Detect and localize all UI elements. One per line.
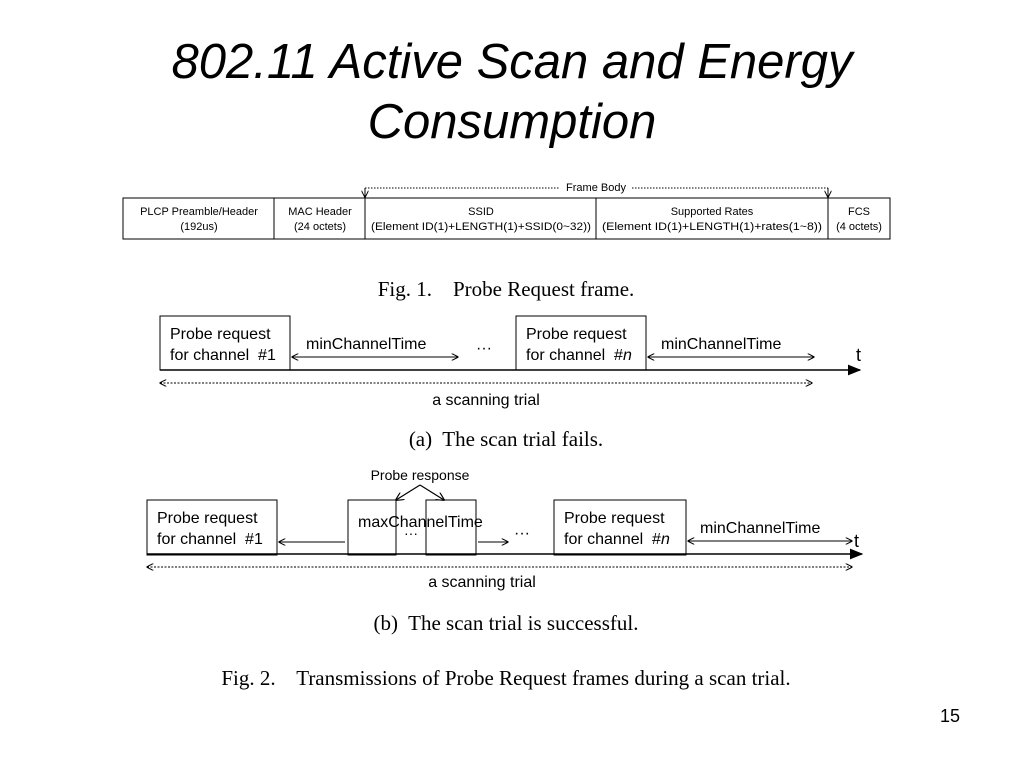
- inner-ellipsis: ···: [404, 525, 418, 541]
- field-detail: (Element ID(1)+LENGTH(1)+rates(1~8)): [602, 221, 822, 233]
- slide-number: 15: [939, 706, 961, 726]
- fig2b-caption: (b) The scan trial is successful.: [374, 611, 639, 635]
- probe-response-arrow: [396, 484, 421, 500]
- field-label: SSID: [468, 206, 494, 218]
- probe-request-label: Probe request: [526, 326, 627, 343]
- scanning-trial-label: a scanning trial: [428, 574, 536, 591]
- slide-title-line-1: 802.11 Active Scan and Energy: [171, 35, 853, 89]
- slide-title: 802.11 Active Scan and Energy Consumptio…: [0, 32, 1024, 152]
- ellipsis: ···: [514, 525, 530, 542]
- field-ssid: SSID (Element ID(1)+LENGTH(1)+SSID(0~32)…: [371, 206, 591, 233]
- field-detail: (4 octets): [836, 221, 882, 233]
- probe-response-box-2: [425, 499, 477, 556]
- field-label: Supported Rates: [671, 206, 754, 218]
- probe-request-channel: for channel #n: [564, 531, 670, 548]
- fig2-caption: Fig. 2. Transmissions of Probe Request f…: [221, 666, 790, 690]
- probe-response-box-1: [347, 499, 397, 556]
- field-detail: (192us): [180, 221, 217, 233]
- field-detail: (Element ID(1)+LENGTH(1)+SSID(0~32)): [371, 221, 591, 233]
- field-label: PLCP Preamble/Header: [140, 206, 258, 218]
- fig1-caption: Fig. 1. Probe Request frame.: [378, 277, 635, 301]
- probe-request-label: Probe request: [564, 510, 665, 527]
- max-channel-time-label: maxChannelTime: [358, 514, 483, 531]
- fig2a-scan-fails: Probe request for channel #1 minChannelT…: [160, 315, 862, 451]
- probe-request-label: Probe request: [170, 326, 271, 343]
- frame-body-label: Frame Body: [566, 182, 626, 194]
- time-axis-label: t: [854, 531, 859, 551]
- probe-request-box-n: [553, 499, 687, 556]
- ellipsis: ···: [476, 340, 492, 357]
- probe-request-box-1: [146, 499, 278, 556]
- slide-title-line-2: Consumption: [367, 95, 657, 149]
- field-mac-header: MAC Header (24 octets): [288, 206, 352, 233]
- min-channel-time-label: minChannelTime: [306, 336, 426, 353]
- field-fcs: FCS (4 octets): [836, 206, 882, 233]
- fig1-probe-request-frame: Frame Body PLCP Preamble/Header (192us) …: [122, 182, 891, 301]
- min-channel-time-label: minChannelTime: [700, 520, 820, 537]
- field-label: MAC Header: [288, 206, 352, 218]
- field-supported-rates: Supported Rates (Element ID(1)+LENGTH(1)…: [602, 206, 822, 233]
- field-detail: (24 octets): [294, 221, 346, 233]
- probe-response-label: Probe response: [371, 467, 470, 483]
- field-label: FCS: [848, 206, 870, 218]
- frame-table: [122, 197, 891, 240]
- probe-response-arrow: [419, 484, 444, 500]
- probe-request-channel: for channel #1: [170, 347, 276, 364]
- probe-request-label: Probe request: [157, 510, 258, 527]
- time-axis-label: t: [856, 345, 861, 365]
- probe-request-channel: for channel #n: [526, 347, 632, 364]
- probe-request-channel: for channel #1: [157, 531, 263, 548]
- min-channel-time-label: minChannelTime: [661, 336, 781, 353]
- scanning-trial-label: a scanning trial: [432, 392, 540, 409]
- field-plcp: PLCP Preamble/Header (192us): [140, 206, 258, 233]
- fig2a-caption: (a) The scan trial fails.: [409, 427, 603, 451]
- fig2b-scan-succeeds: Probe response Probe request for channel…: [146, 467, 864, 635]
